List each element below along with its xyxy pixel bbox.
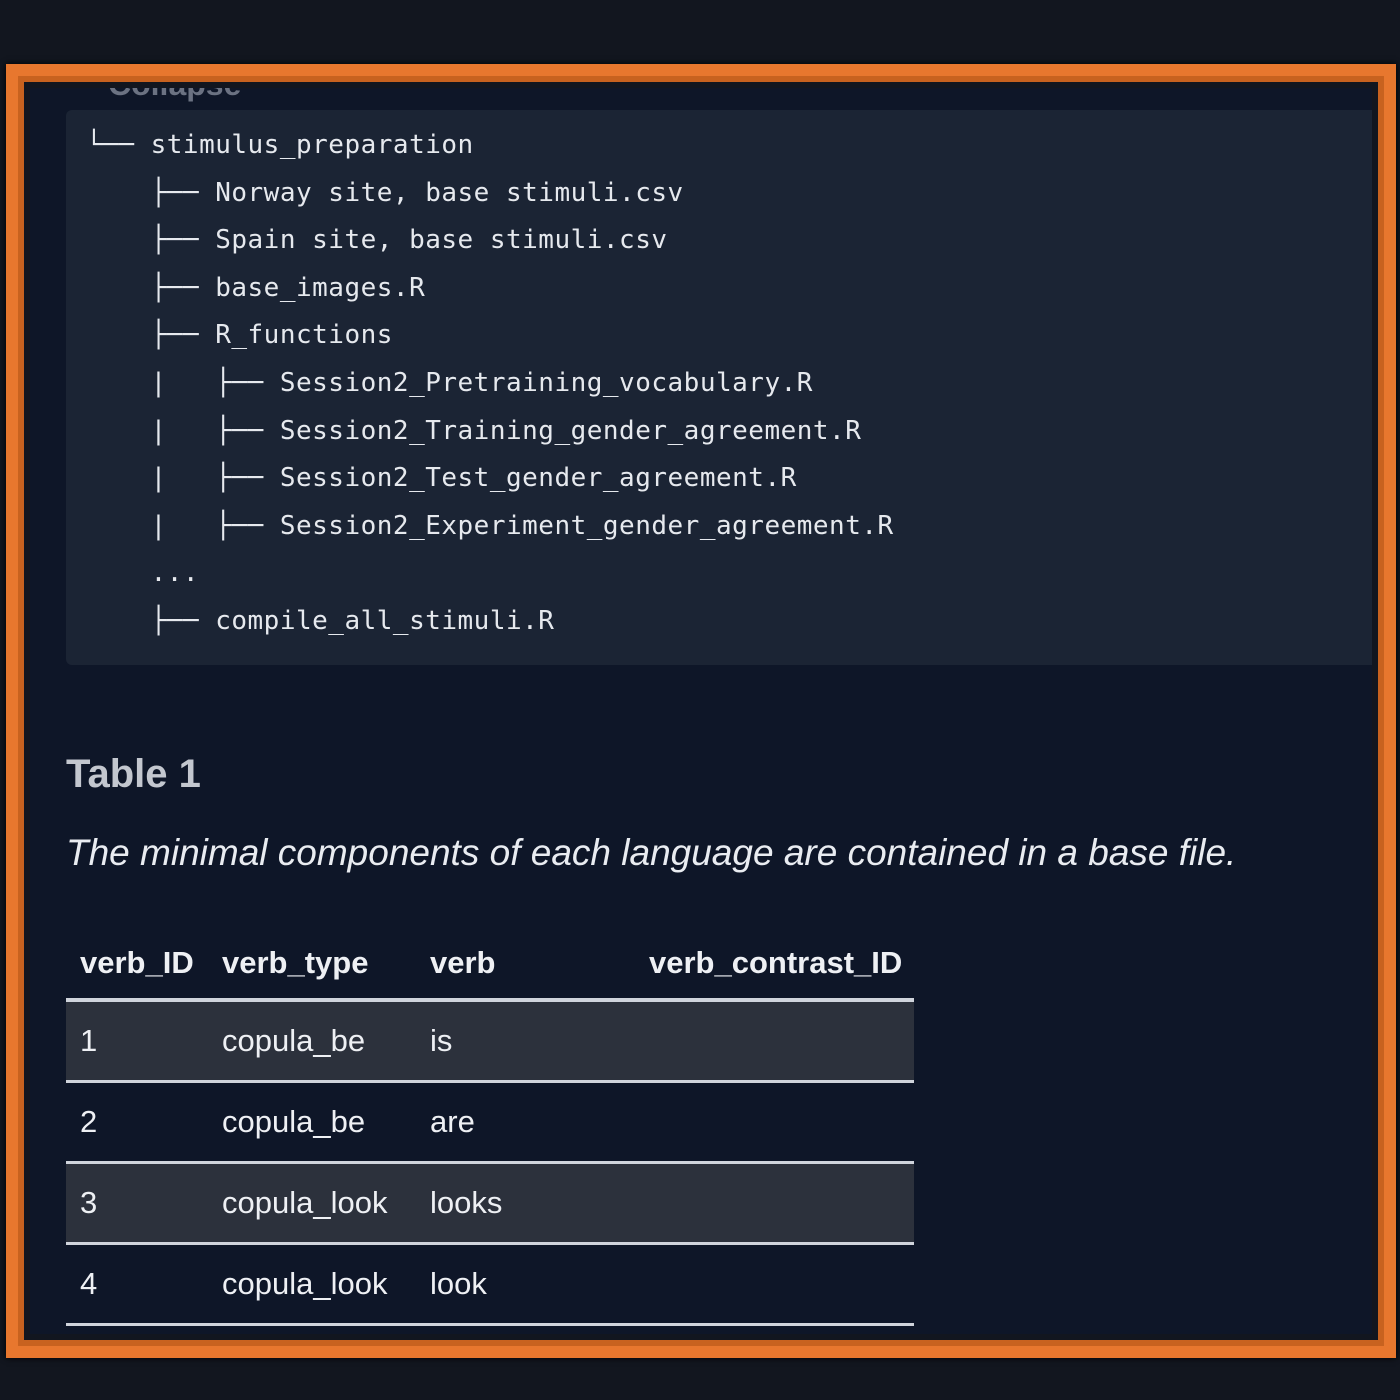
directory-tree-code-block: └── stimulus_preparation ├── Norway site… — [66, 110, 1372, 665]
tree-line: | ├── Session2_Experiment_gender_agreeme… — [86, 510, 894, 541]
verb-table: verb_ID verb_type verb verb_contrast_ID … — [66, 928, 914, 1326]
table-cell — [635, 1162, 914, 1245]
table-cell: is — [416, 1000, 635, 1083]
highlight-frame — [6, 64, 1396, 1358]
collapse-toggle[interactable]: Collapse — [108, 88, 241, 103]
tree-line: ├── compile_all_stimuli.R — [86, 606, 555, 636]
table-caption: The minimal components of each language … — [66, 832, 1237, 873]
table-cell: 3 — [66, 1162, 208, 1245]
table-cell: 4 — [66, 1243, 208, 1326]
table-cell: are — [416, 1081, 635, 1164]
table-cell: copula_look — [208, 1243, 416, 1326]
header-verb-id: verb_ID — [66, 928, 208, 1002]
tree-line: | ├── Session2_Training_gender_agreement… — [86, 415, 862, 446]
table-title: Table 1 — [66, 752, 201, 796]
tree-line: ├── Spain site, base stimuli.csv — [86, 225, 668, 256]
header-verb: verb — [416, 928, 635, 1002]
header-verb-contrast-id: verb_contrast_ID — [635, 928, 914, 1002]
table-cell — [635, 1081, 914, 1164]
tree-line: | ├── Session2_Test_gender_agreement.R — [86, 463, 797, 494]
tree-line: ├── R_functions — [86, 320, 393, 351]
tree-line: ├── base_images.R — [86, 272, 426, 303]
table-cell: look — [416, 1243, 635, 1326]
table-cell: looks — [416, 1162, 635, 1245]
table-header-row: verb_ID verb_type verb verb_contrast_ID — [66, 928, 914, 1002]
tree-line: └── stimulus_preparation — [86, 130, 474, 160]
table-cell: 1 — [66, 1000, 208, 1083]
tree-line: ... — [86, 558, 200, 589]
tree-line: | ├── Session2_Pretraining_vocabulary.R — [86, 368, 813, 398]
table-cell: copula_be — [208, 1000, 416, 1083]
table-cell: 2 — [66, 1081, 208, 1164]
table-cell — [635, 1243, 914, 1326]
table-cell — [635, 1000, 914, 1083]
table-cell: copula_look — [208, 1162, 416, 1245]
content-area: Collapse └── stimulus_preparation ├── No… — [30, 88, 1372, 1334]
table-cell: copula_be — [208, 1081, 416, 1164]
tree-line: ├── Norway site, base stimuli.csv — [86, 177, 684, 208]
header-verb-type: verb_type — [208, 928, 416, 1002]
